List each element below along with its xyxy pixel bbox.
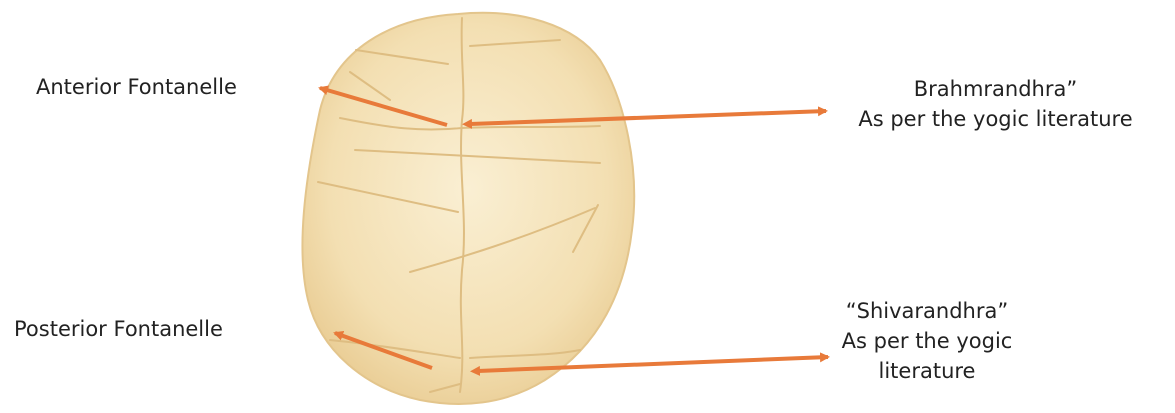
shivarandhra-subtitle-line2: literature bbox=[822, 356, 1032, 386]
brahmrandhra-subtitle: As per the yogic literature bbox=[818, 104, 1173, 134]
skull-outline bbox=[302, 13, 634, 404]
shivarandhra-title: “Shivarandhra” bbox=[822, 296, 1032, 326]
brahmrandhra-title: Brahmrandhra” bbox=[818, 74, 1173, 104]
skull-illustration bbox=[302, 13, 634, 404]
shivarandhra-label: “Shivarandhra” As per the yogic literatu… bbox=[822, 296, 1032, 386]
anterior-fontanelle-label: Anterior Fontanelle bbox=[36, 72, 237, 102]
brahmrandhra-label: Brahmrandhra” As per the yogic literatur… bbox=[818, 74, 1173, 134]
shivarandhra-subtitle-line1: As per the yogic bbox=[822, 326, 1032, 356]
posterior-fontanelle-label: Posterior Fontanelle bbox=[14, 314, 223, 344]
